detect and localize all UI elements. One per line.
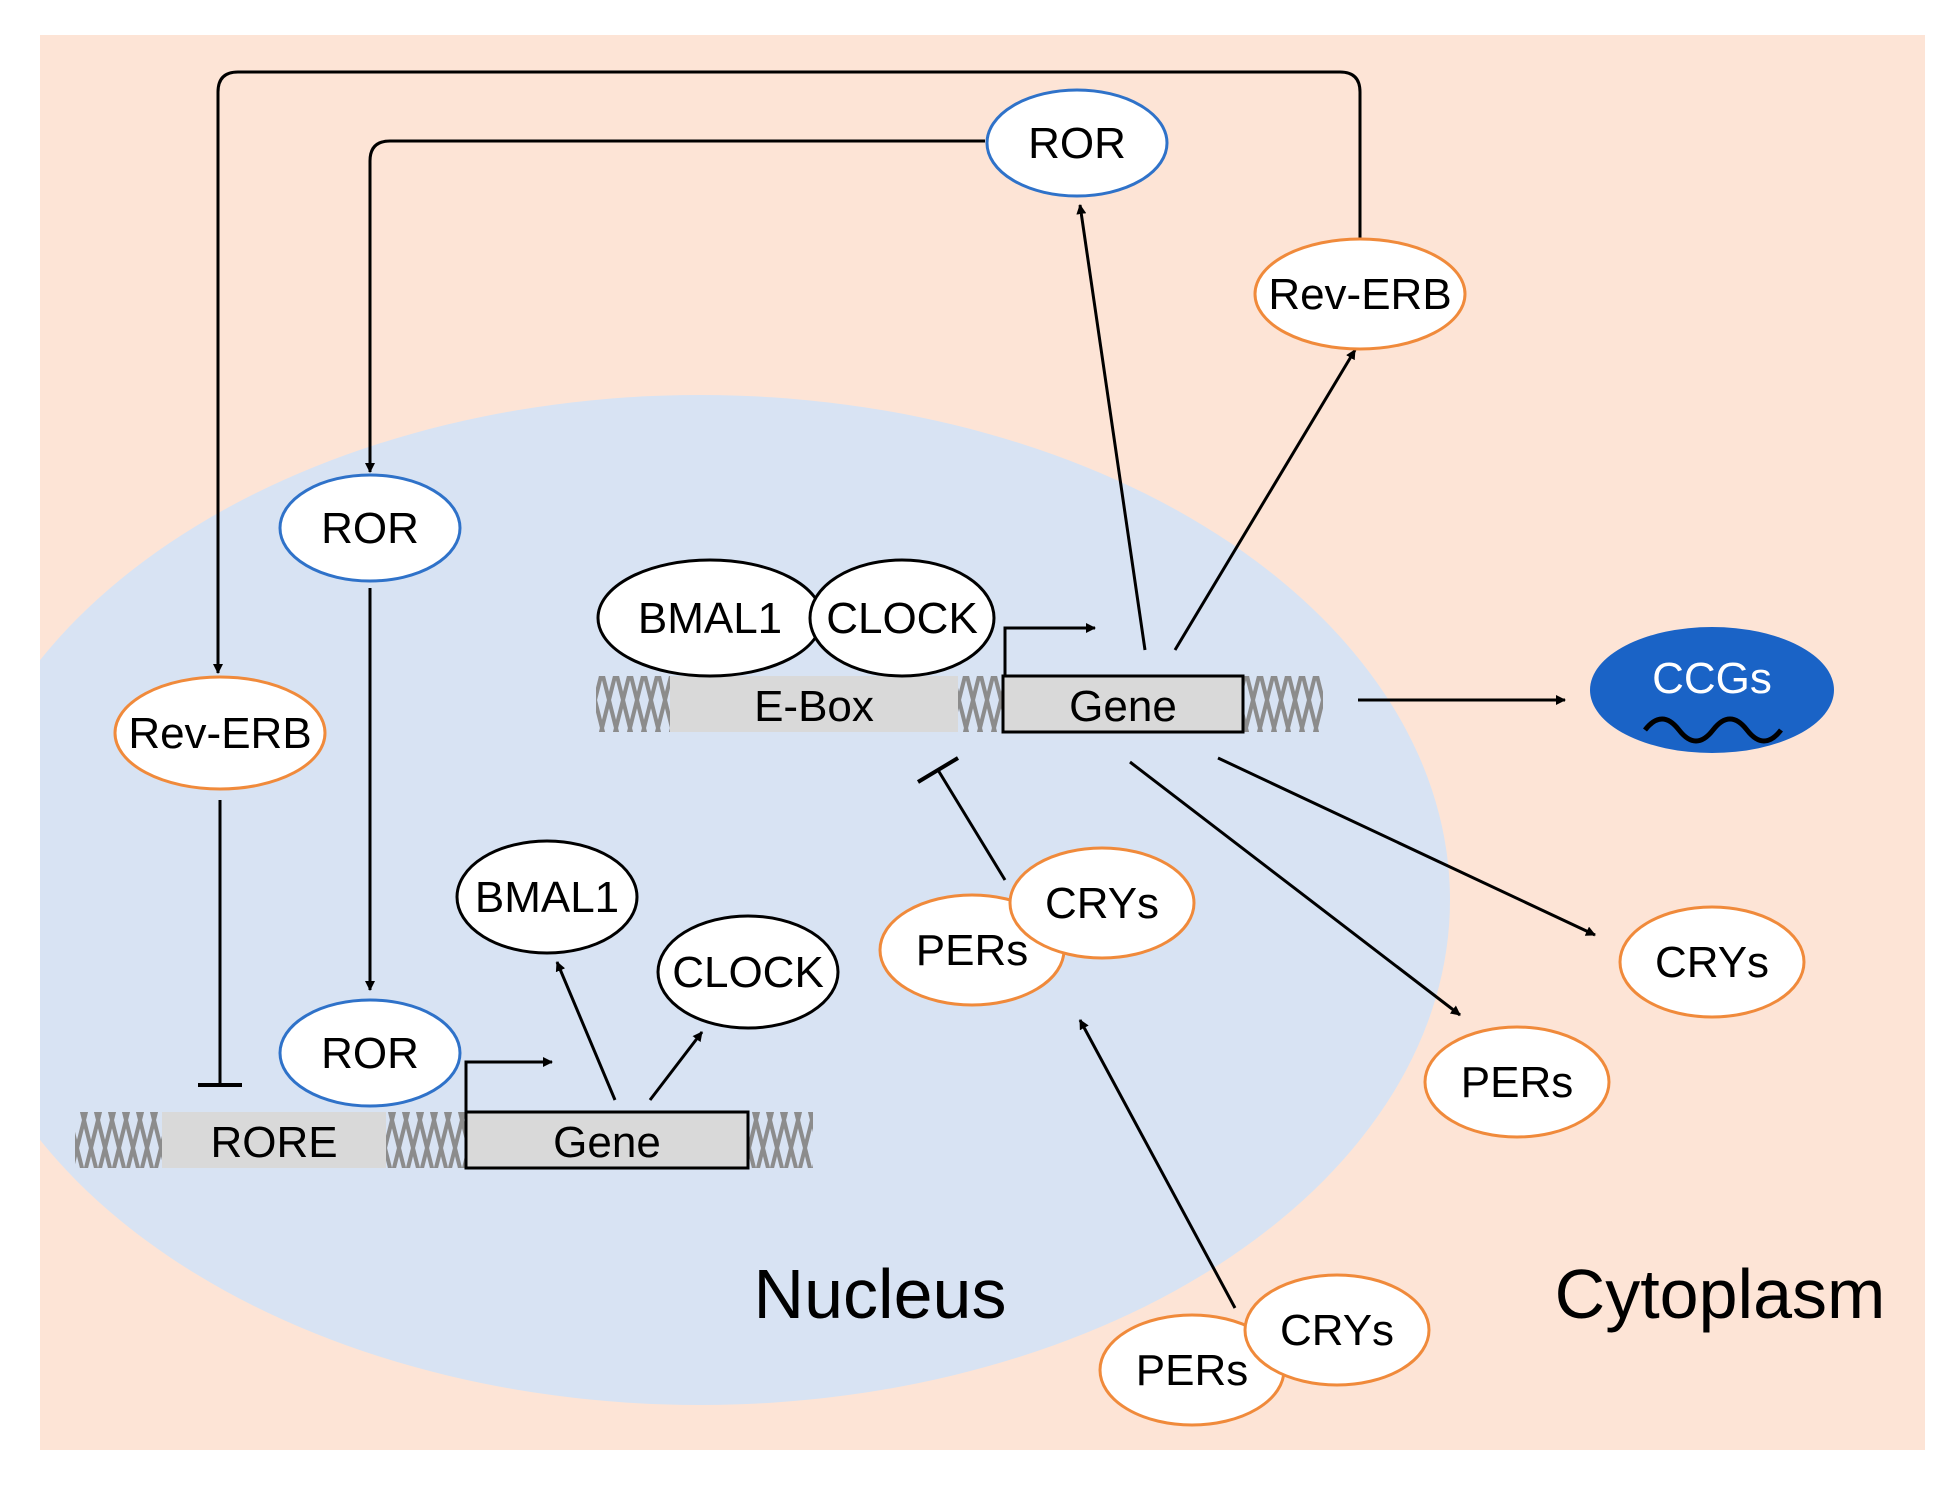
pers-complex-cytoplasm-label: PERs (1136, 1346, 1248, 1395)
promoter-arrow-icon (1003, 623, 1096, 676)
gene-to-rev-erb-arrow (1173, 349, 1357, 651)
dna-helix-icon (596, 676, 671, 732)
rore-label: RORE (210, 1118, 337, 1167)
e-box-label: E-Box (754, 682, 874, 731)
rore-gene-label: Gene (553, 1118, 661, 1167)
rev-erb-cytoplasm-node (1253, 237, 1467, 351)
dna-helix-icon (75, 1112, 165, 1168)
ror-cytoplasm-node (985, 88, 1169, 198)
crys-nucleus-node (1008, 846, 1196, 960)
rev-erb-feedback-line (213, 70, 1362, 674)
ror-cytoplasm-label: ROR (1028, 119, 1126, 168)
ror-nucleus-node (278, 473, 462, 583)
bmal1-ebox-label: BMAL1 (638, 594, 782, 643)
crys-nucleus-label: CRYs (1045, 879, 1159, 928)
crys-complex-cytoplasm-label: CRYs (1280, 1306, 1394, 1355)
clock-ebox-node (808, 558, 996, 678)
pers-crys-import-arrow (1078, 1019, 1237, 1309)
crys-cytoplasm-node (1618, 905, 1806, 1019)
rev-erb-nucleus-node (113, 675, 327, 791)
nucleus-label: Nucleus (754, 1255, 1007, 1333)
dna-helix-icon (1243, 676, 1323, 732)
cytoplasm-label: Cytoplasm (1555, 1255, 1886, 1333)
rore-gene-box (464, 1110, 750, 1170)
ror-nucleus-label: ROR (321, 504, 419, 553)
gene-to-clock-arrow (648, 1031, 704, 1101)
clock-product-node (656, 914, 840, 1030)
crys-cytoplasm-label: CRYs (1655, 938, 1769, 987)
ror-rore-label: ROR (321, 1029, 419, 1078)
pers-crys-inhibition-line (936, 769, 1007, 881)
gene-to-pers-arrow (1129, 760, 1461, 1017)
clock-ebox-label: CLOCK (826, 594, 978, 643)
inhibition-bar-icon (916, 756, 960, 784)
crys-complex-cytoplasm-node (1243, 1273, 1431, 1387)
e-box-gene-label: Gene (1069, 682, 1177, 731)
rev-erb-cytoplasm-label: Rev-ERB (1268, 270, 1451, 319)
ccgs-label: CCGs (1652, 654, 1772, 703)
e-box (670, 676, 958, 732)
gene-to-crys-arrow (1217, 756, 1596, 937)
bmal1-product-node (455, 839, 639, 955)
pers-nucleus-label: PERs (916, 926, 1028, 975)
clock-product-label: CLOCK (672, 948, 824, 997)
dna-helix-icon (957, 676, 1003, 732)
pers-cytoplasm-label: PERs (1461, 1058, 1573, 1107)
pers-cytoplasm-node (1423, 1025, 1611, 1139)
dna-helix-icon (385, 1112, 465, 1168)
rev-erb-nucleus-label: Rev-ERB (128, 709, 311, 758)
dna-helix-icon (748, 1112, 813, 1168)
bmal1-product-label: BMAL1 (475, 873, 619, 922)
ror-feedback-line (365, 139, 985, 473)
e-box-gene-box (1001, 674, 1245, 734)
gene-to-ror-arrow (1076, 204, 1147, 651)
promoter-arrow-icon (464, 1057, 553, 1112)
mrna-wave-icon (1643, 716, 1783, 744)
rore-box (162, 1112, 386, 1168)
gene-to-bmal1-arrow (555, 961, 617, 1101)
ror-rore-node (278, 998, 462, 1108)
